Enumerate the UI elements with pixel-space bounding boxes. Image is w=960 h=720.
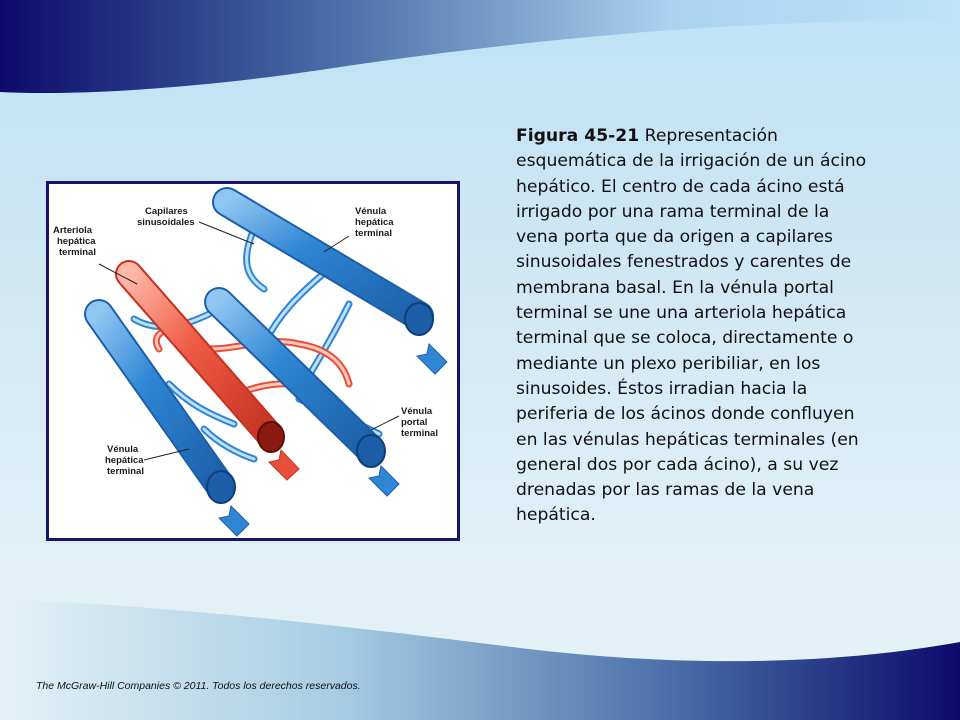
- caption-text: Representación esquemática de la irrigac…: [516, 126, 867, 526]
- hepatic-venule-bottom: [84, 299, 236, 504]
- hepatic-arteriole: [115, 260, 285, 453]
- bottom-gradient-band: [0, 600, 960, 720]
- hepatic-venule-top: [212, 187, 434, 336]
- top-gradient-band: [0, 0, 960, 94]
- label-venula-top-2: hepática: [355, 217, 394, 228]
- label-venula-bottom-1: Vénula: [107, 444, 139, 455]
- label-arteriola-2: hepática: [57, 236, 96, 247]
- label-capilares-1: Capilares: [145, 206, 188, 217]
- label-venula-portal-2: portal: [401, 417, 427, 428]
- label-venula-portal-3: terminal: [401, 428, 438, 439]
- portal-venule: [204, 287, 386, 468]
- acinus-diagram: Capilares sinusoidales Arteriola hepátic…: [46, 181, 460, 541]
- copyright-footer: The McGraw-Hill Companies © 2011. Todos …: [36, 680, 361, 692]
- label-arteriola-3: terminal: [59, 247, 96, 258]
- label-venula-bottom-2: hepática: [105, 455, 144, 466]
- flow-arrows: [217, 342, 448, 537]
- label-capilares-2: sinusoidales: [137, 217, 195, 228]
- label-arteriola-1: Arteriola: [53, 225, 93, 236]
- label-venula-top-3: terminal: [355, 228, 392, 239]
- label-venula-portal-1: Vénula: [401, 406, 433, 417]
- figure-caption: Figura 45-21 Representación esquemática …: [516, 124, 868, 529]
- label-venula-top-1: Vénula: [355, 206, 387, 217]
- leader-lines: [98, 221, 400, 461]
- figure-label: Figura 45-21: [516, 126, 640, 146]
- label-venula-bottom-3: terminal: [107, 466, 144, 477]
